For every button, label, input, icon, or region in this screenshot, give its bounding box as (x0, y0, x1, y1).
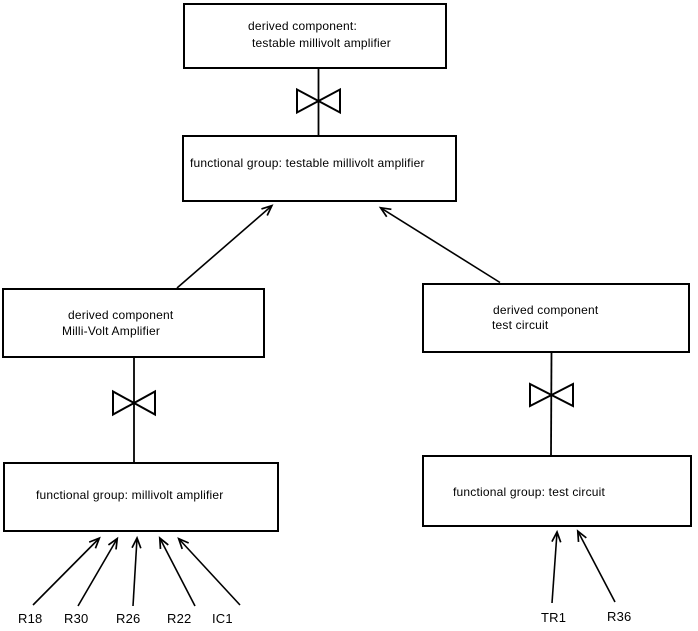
arrow-r30-to-fg-mva (77, 536, 119, 607)
component-label-r26: R26 (116, 611, 141, 626)
arrow-tr1-to-fg-test (551, 529, 562, 604)
node-functional-group-millivolt-amplifier: functional group: millivolt amplifier (3, 462, 279, 532)
edge-derived-test-to-fg-test (550, 351, 553, 456)
bowtie-icon-testable (296, 87, 341, 115)
bowtie-icon-mva (112, 389, 156, 417)
node-text-line: testable millivolt amplifier (252, 36, 391, 50)
component-label-r18: R18 (18, 611, 43, 626)
arrow-r36-to-fg-test (576, 529, 616, 603)
node-text-line: functional group: test circuit (453, 485, 606, 499)
arrow-derived-test-to-fg-testable (378, 206, 501, 284)
arrow-r22-to-fg-mva (158, 536, 196, 607)
node-functional-group-test-circuit: functional group: test circuit (422, 455, 692, 527)
bowtie-icon-test (529, 382, 574, 408)
node-derived-component-testable-millivolt-amplifier: derived component: testable millivolt am… (183, 3, 447, 69)
node-text-line: Milli-Volt Amplifier (62, 324, 161, 338)
node-text-line: functional group: millivolt amplifier (36, 488, 224, 502)
component-label-r36: R36 (607, 609, 632, 624)
arrow-r26-to-fg-mva (131, 535, 142, 607)
component-label-r30: R30 (64, 611, 89, 626)
node-text-line: functional group: testable millivolt amp… (190, 156, 425, 170)
node-text-line: derived component: (248, 19, 357, 33)
arrow-r18-to-fg-mva (32, 536, 101, 606)
node-functional-group-testable-millivolt-amplifier: functional group: testable millivolt amp… (182, 135, 457, 202)
node-text-line: derived component (68, 308, 174, 322)
component-label-tr1: TR1 (541, 610, 567, 625)
component-label-ic1: IC1 (212, 611, 233, 626)
arrow-ic1-to-fg-mva (177, 537, 241, 606)
node-derived-component-test-circuit: derived component test circuit (422, 283, 690, 353)
node-derived-component-milli-volt-amplifier: derived component Milli-Volt Amplifier (2, 288, 265, 358)
node-text-line: test circuit (492, 318, 549, 332)
component-label-r22: R22 (167, 611, 192, 626)
arrow-derived-mva-to-fg-testable (176, 204, 274, 289)
node-text-line: derived component (493, 303, 599, 317)
